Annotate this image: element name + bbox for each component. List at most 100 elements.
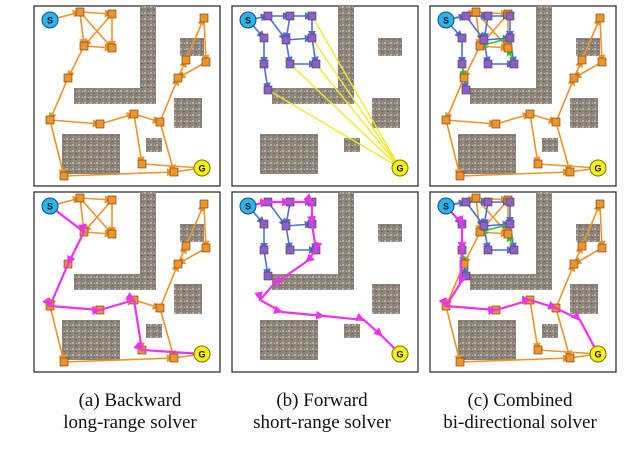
backward-node (95, 119, 105, 129)
obstacle (146, 324, 162, 338)
start-label: S (443, 16, 449, 26)
goal-marker: G (193, 345, 211, 363)
backward-node (201, 57, 211, 67)
backward-node (525, 109, 535, 119)
backward-node (569, 259, 579, 269)
start-label: S (47, 202, 53, 212)
forward-node (263, 85, 273, 95)
backward-edge (495, 112, 531, 125)
backward-edge (83, 13, 113, 47)
forward-node (461, 11, 471, 21)
caption-forward-line2: short-range solver (253, 412, 391, 433)
backward-node (169, 167, 179, 177)
backward-node (569, 73, 579, 83)
backward-node (59, 171, 69, 181)
obstacle (542, 138, 558, 152)
backward-edge (63, 168, 175, 177)
obstacle (272, 88, 354, 104)
backward-node (455, 357, 465, 367)
obstacle (372, 284, 400, 314)
obstacle (146, 138, 162, 152)
forward-node (281, 35, 291, 45)
forward-edge (262, 63, 271, 91)
forward-node (505, 197, 515, 207)
forward-node (285, 59, 295, 69)
backward-node (471, 7, 481, 17)
obstacle (74, 88, 156, 104)
obstacle (458, 320, 516, 360)
backward-node (597, 243, 607, 253)
obstacle (338, 192, 354, 274)
solution-path (247, 193, 401, 355)
backward-edge (159, 121, 176, 173)
backward-node (471, 193, 481, 203)
backward-node (63, 73, 73, 83)
backward-node (155, 117, 165, 127)
backward-node (59, 357, 69, 367)
backward-node (441, 115, 451, 125)
backward-node (107, 43, 117, 53)
backward-edge (445, 119, 497, 128)
merge-edge (479, 37, 511, 49)
backward-node (181, 55, 191, 65)
backward-node (503, 43, 513, 53)
obstacle (536, 6, 552, 88)
backward-edge (555, 77, 575, 123)
caption-combined-line2: bi-directional solver (443, 412, 597, 433)
obstacle (174, 284, 202, 314)
backward-node (551, 117, 561, 127)
backward-edge (177, 61, 207, 79)
backward-edge (581, 17, 601, 61)
backward-edge (49, 119, 67, 177)
backward-node (79, 41, 89, 51)
forward-node (479, 35, 489, 45)
backward-edge (529, 113, 541, 165)
backward-edge (67, 45, 85, 79)
obstacle (74, 274, 156, 290)
connection-line (311, 37, 401, 169)
backward-node (75, 7, 85, 17)
backward-edge (99, 112, 135, 125)
backward-node (577, 55, 587, 65)
backward-node (173, 73, 183, 83)
goal-label: G (396, 164, 403, 174)
caption-combined: (c) Combined bi-directional solver (420, 390, 620, 434)
start-marker: S (437, 197, 455, 215)
start-label: S (245, 202, 251, 212)
forward-node (457, 59, 467, 69)
goal-marker: G (193, 159, 211, 177)
forward-node (509, 245, 519, 255)
obstacle (174, 98, 202, 128)
forward-node (307, 33, 317, 43)
forward-node (479, 221, 489, 231)
forward-node (483, 245, 493, 255)
obstacle (62, 134, 120, 174)
start-marker: S (41, 11, 59, 29)
backward-edge (597, 17, 606, 63)
backward-edge (529, 113, 557, 124)
backward-node (597, 57, 607, 67)
goal-label: G (594, 350, 601, 360)
backward-node (565, 167, 575, 177)
forward-node (259, 59, 269, 69)
obstacle (344, 324, 360, 338)
goal-label: G (198, 164, 205, 174)
connection-line (289, 63, 401, 169)
caption-forward-line1: (b) Forward (276, 390, 368, 411)
forward-node (311, 59, 321, 69)
forward-node (461, 271, 471, 281)
forward-node (285, 245, 295, 255)
backward-node (533, 159, 543, 169)
backward-node (459, 73, 469, 83)
goal-label: G (198, 350, 205, 360)
obstacle (260, 320, 318, 360)
backward-node (181, 241, 191, 251)
solution-path (438, 205, 599, 355)
caption-combined-line1: (c) Combined (467, 390, 573, 411)
forward-node (505, 33, 515, 43)
backward-node (533, 345, 543, 355)
obstacle (470, 274, 552, 290)
backward-edge (79, 11, 113, 49)
forward-node (285, 11, 295, 21)
goal-marker: G (589, 345, 607, 363)
